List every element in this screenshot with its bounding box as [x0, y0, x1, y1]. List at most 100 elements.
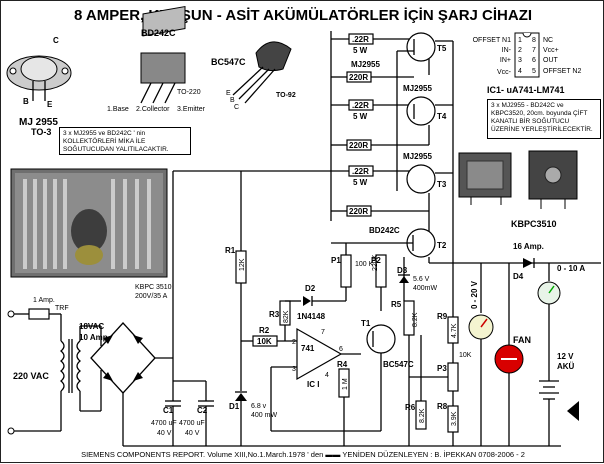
r4-resistor: R4 1 M — [337, 360, 350, 446]
r9-label: R9 — [437, 312, 448, 321]
opamp-pin2: 2 — [292, 339, 296, 346]
r5-resistor: R5 8.2K — [391, 300, 419, 446]
d4-label: D4 — [513, 272, 524, 281]
t3-mj: MJ2955 — [403, 152, 432, 161]
d1-val-1: 6.8 v — [251, 403, 267, 410]
battery-aku: AKÜ — [557, 362, 575, 371]
t3-rb: 220R — [349, 207, 368, 216]
opamp-num: 741 — [301, 344, 315, 353]
r8-resistor: R8 3.9K — [437, 402, 459, 446]
bridge-photo-1 — [458, 152, 512, 205]
r6-val: 8.2K — [419, 408, 426, 423]
r6-label: R6 — [405, 403, 416, 412]
to220-part: BD242C — [141, 28, 176, 38]
power-supply-section: 1 Amp. TRF 220 VAC 18VAC 10 Amp KBPC 351… — [7, 284, 241, 447]
bridge-label-1: KBPC 3510 — [135, 284, 172, 291]
opamp-pin6: 6 — [339, 346, 343, 353]
t5-r-watt: 5 W — [353, 46, 368, 55]
t3-r-emit: .22R — [352, 167, 369, 176]
heatsink-photo — [10, 168, 168, 278]
r9-resistor: R9 4.7K — [437, 263, 459, 363]
p1-p2-trimmers: P1 100 K P2 220K — [331, 243, 387, 311]
to92-part: BC547C — [211, 57, 246, 67]
r1-label: R1 — [225, 246, 236, 255]
t5-r-emit: .22R — [352, 35, 369, 44]
opamp-pin4: 4 — [325, 372, 329, 379]
to3-pin-c: C — [53, 36, 59, 45]
footer-credit: SIEMENS COMPONENTS REPORT. Volume XIII,N… — [81, 450, 525, 459]
r8-val: 3.9K — [451, 411, 458, 426]
ic741-pinout: OFFSET N1 IN- IN+ Vcc- 1 2 3 4 8 7 6 5 N… — [473, 32, 581, 95]
p2-val: 220K — [372, 254, 379, 271]
opamp-pin3: 3 — [292, 366, 296, 373]
to220-pkg: TO-220 — [177, 89, 201, 96]
to92-pin-b: B — [230, 97, 235, 104]
d1-val-2: 400 mW — [251, 412, 277, 419]
r8-label: R8 — [437, 402, 448, 411]
t2-driver: BD242C T2 — [331, 226, 601, 264]
ic-pin-right-8: NC — [543, 37, 553, 44]
ic-caption: IC1- uA741-LM741 — [487, 85, 565, 95]
r9-val: 4.7K — [451, 323, 458, 338]
r6-resistor: R6 8.2K — [405, 335, 427, 430]
r2-label: R2 — [259, 326, 270, 335]
ic-pin-right-7: Vcc+ — [543, 47, 559, 54]
p1-val: 100 K — [355, 261, 374, 268]
ic-num-5: 5 — [532, 68, 536, 75]
ammeter-label: 0 - 10 A — [557, 264, 585, 273]
t4-mj: MJ2955 — [403, 84, 432, 93]
d1-label: D1 — [229, 402, 240, 411]
r1-val: 12K — [239, 258, 246, 271]
c1-val-1: 4700 uF — [151, 420, 177, 427]
t1-transistor: T1 BC547C — [361, 319, 414, 431]
ic-pin-left-1: OFFSET N1 — [473, 37, 511, 44]
ic-num-3: 3 — [518, 57, 522, 64]
to3-package-drawing: C B E MJ 2955 TO-3 — [6, 36, 72, 137]
ic-num-1: 1 — [518, 37, 522, 44]
c2-label: C2 — [197, 406, 208, 415]
d4-diode: 16 Amp. D4 — [513, 242, 544, 281]
ic-num-6: 6 — [532, 57, 536, 64]
to3-pin-b: B — [23, 97, 29, 106]
r3-label: R3 — [269, 310, 280, 319]
voltmeter: 0 - 20 V — [468, 263, 494, 446]
p2-label: P2 — [371, 256, 381, 265]
bridge-photo-2 — [528, 150, 578, 209]
to3-pkg: TO-3 — [31, 127, 51, 137]
to220-pin2: 2.Collector — [136, 106, 170, 113]
fan: FAN — [494, 263, 531, 446]
t1-part: BC547C — [383, 360, 414, 369]
voltmeter-label: 0 - 20 V — [470, 280, 479, 309]
t4-label: T4 — [437, 112, 447, 121]
to220-package-drawing: BD242C TO-220 1.Base 2.Collector 3.Emitt… — [107, 5, 206, 113]
d1-zener: D1 6.8 v 400 mW — [229, 391, 277, 446]
c2-val-1: 4700 uF — [179, 420, 205, 427]
ic-pin-left-2: IN- — [502, 47, 512, 54]
t3-label: T3 — [437, 180, 447, 189]
t5-label: T5 — [437, 44, 447, 53]
p3-pot: P3 10K — [409, 352, 472, 406]
mica-note: 3 x MJ2955 ve BD242C ' nin KOLLEKTÖRLERİ… — [59, 127, 191, 155]
to220-pin1: 1.Base — [107, 106, 129, 113]
opamp-pin7: 7 — [321, 329, 325, 336]
fuse-label: 1 Amp. — [33, 297, 55, 304]
c2-val-2: 40 V — [185, 430, 200, 437]
t2-label: T2 — [437, 241, 447, 250]
t3-r-watt: 5 W — [353, 178, 368, 187]
secondary-line-2: 10 Amp — [79, 333, 108, 342]
to92-pkg: TO-92 — [276, 92, 296, 99]
d4-val: 16 Amp. — [513, 242, 544, 251]
bridge-label-2: 200V/35 A — [135, 293, 168, 300]
p1-label: P1 — [331, 256, 341, 265]
ic-pin-right-5: OFFSET N2 — [543, 68, 581, 75]
to220-pin3: 3.Emitter — [177, 106, 206, 113]
to92-package-drawing: BC547C TO-92 E B C — [211, 41, 296, 111]
c1-label: C1 — [163, 406, 174, 415]
r2-resistor: R2 10K — [241, 326, 297, 347]
p3-val: 10K — [459, 352, 472, 359]
ic-pin-left-3: IN+ — [500, 57, 511, 64]
to92-pin-e: E — [226, 90, 231, 97]
t5-rb: 220R — [349, 73, 368, 82]
to3-part: MJ 2955 — [19, 117, 58, 128]
